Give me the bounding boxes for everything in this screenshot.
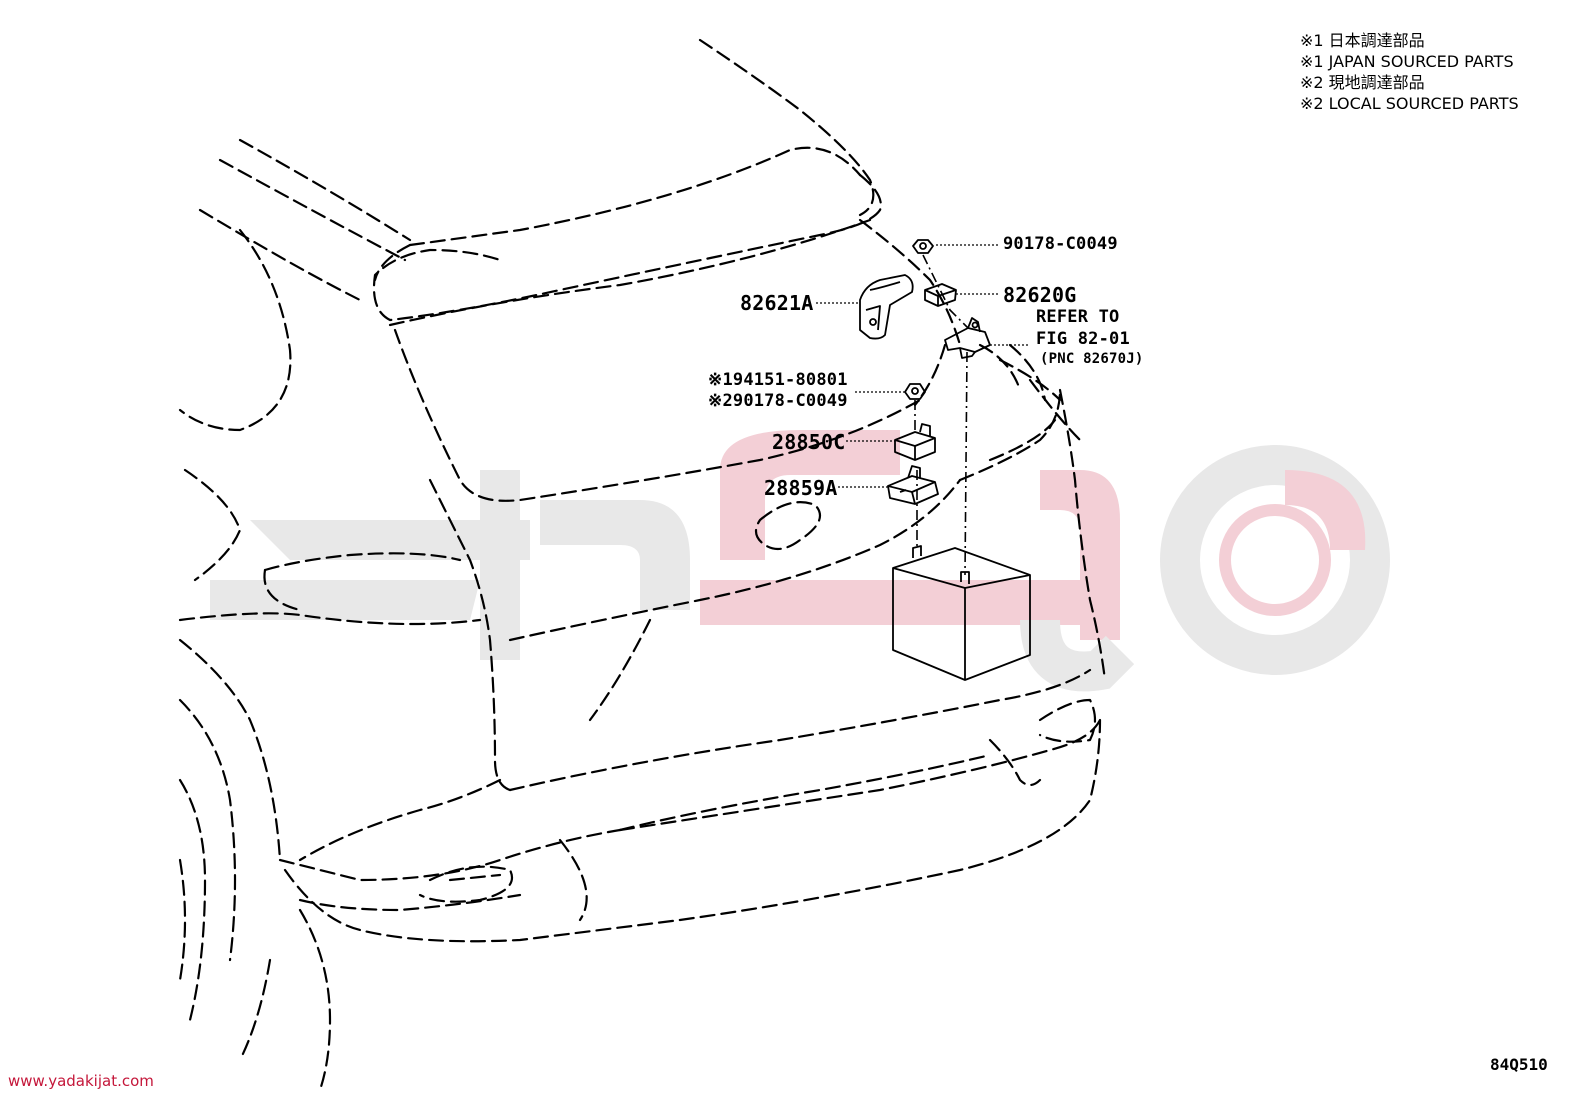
- leader-lines: [816, 244, 1030, 488]
- components: [859, 239, 1031, 681]
- part-label-82620g[interactable]: 82620G: [1003, 283, 1077, 307]
- nut-194151-icon: [904, 383, 926, 400]
- refer-fig-label[interactable]: FIG 82-01: [1036, 329, 1130, 349]
- nut-90178-icon: [912, 239, 934, 254]
- part-label-90178-c0049[interactable]: 90178-C0049: [1003, 234, 1118, 254]
- car-outline: [178, 38, 1107, 1092]
- legend-line-4: ※2 LOCAL SOURCED PARTS: [1300, 94, 1519, 113]
- bracket-82621a-icon: [859, 274, 914, 340]
- terminal-28859a-icon: [887, 465, 939, 505]
- part-label-28859a[interactable]: 28859A: [764, 476, 838, 500]
- part-label-290178-c0049[interactable]: ※290178-C0049: [708, 391, 848, 411]
- assembly-lines: [914, 254, 969, 576]
- legend-line-2: ※1 JAPAN SOURCED PARTS: [1300, 52, 1514, 71]
- watermark-logo: [210, 430, 1390, 692]
- holder-82670j-icon: [944, 317, 991, 359]
- part-label-28850c[interactable]: 28850C: [772, 430, 846, 454]
- legend-line-1: ※1 日本調達部品: [1300, 31, 1425, 50]
- legend-line-3: ※2 現地調達部品: [1300, 73, 1425, 92]
- website-watermark[interactable]: www.yadakijat.com: [8, 1072, 154, 1090]
- clamp-28850c-icon: [894, 423, 936, 461]
- battery-icon: [892, 545, 1031, 681]
- connector-82620g-icon: [924, 283, 957, 307]
- refer-to-label: REFER TO: [1036, 307, 1120, 327]
- refer-pnc-label: (PNC 82670J): [1040, 351, 1144, 367]
- diagram-code: 84Q510: [1490, 1055, 1548, 1074]
- part-label-82621a[interactable]: 82621A: [740, 291, 814, 315]
- part-label-194151-80801[interactable]: ※194151-80801: [708, 370, 848, 390]
- sourcing-legend: ※1 日本調達部品 ※1 JAPAN SOURCED PARTS ※2 現地調達…: [1300, 30, 1519, 114]
